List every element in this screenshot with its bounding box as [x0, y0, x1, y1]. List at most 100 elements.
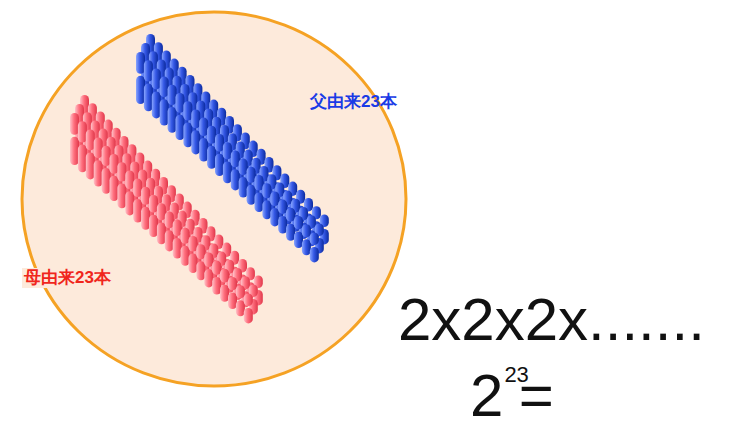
chromosome-arm: [255, 175, 264, 191]
chromosome-arm: [78, 121, 87, 142]
chromosome-arm: [136, 76, 145, 104]
chromosome-arm: [144, 60, 153, 81]
chromosome-arm: [86, 152, 95, 179]
chromosome-arm: [94, 160, 103, 186]
chromosome: [236, 285, 245, 316]
formula-equals: =: [519, 366, 554, 426]
chromosome-arm: [94, 138, 103, 159]
chromosome: [141, 187, 150, 230]
chromosome-arm: [286, 208, 295, 222]
chromosome: [86, 129, 95, 179]
chromosome-arm: [255, 193, 264, 212]
chromosome: [207, 126, 216, 169]
chromosome-arm: [228, 277, 237, 290]
chromosome-arm: [247, 185, 256, 205]
chromosome-arm: [78, 145, 87, 173]
chromosome-arm: [152, 68, 161, 89]
chromosome-arm: [141, 187, 150, 205]
chromosome-arm: [228, 292, 237, 309]
chromosome: [173, 220, 182, 259]
chromosome-arm: [231, 150, 240, 167]
chromosome: [149, 195, 158, 237]
chromosome-arm: [189, 236, 198, 252]
chromosome: [70, 113, 79, 165]
chromosome-arm: [189, 254, 198, 273]
chromosome-arm: [196, 261, 205, 280]
chromosome: [310, 232, 319, 262]
chromosome: [196, 244, 205, 280]
chromosome-arm: [212, 261, 221, 275]
chromosome-arm: [168, 85, 177, 105]
chromosome-arm: [157, 222, 166, 244]
chromosome: [247, 167, 256, 205]
chromosome-arm: [136, 52, 145, 74]
chromosome: [160, 77, 169, 126]
chromosome-arm: [310, 232, 319, 245]
chromosome-arm: [141, 207, 150, 230]
chromosome: [102, 146, 111, 194]
chromosome-arm: [181, 246, 190, 266]
chromosome: [125, 170, 134, 215]
chromosome-arm: [176, 93, 185, 113]
chromosome-arm: [223, 142, 232, 159]
chromosome: [133, 179, 142, 223]
chromosome-arm: [310, 247, 319, 262]
chromosome-arm: [86, 129, 95, 150]
chromosome-arm: [212, 277, 221, 295]
chromosome-arm: [286, 224, 295, 241]
chromosome-arm: [133, 199, 142, 223]
chromosome-arm: [160, 99, 169, 125]
chromosome: [78, 121, 87, 172]
chromosome-arm: [102, 168, 111, 194]
formula-text: 2x2x2x.......: [398, 290, 705, 350]
chromosome-arm: [236, 285, 245, 298]
chromosome-arm: [239, 159, 248, 175]
chromosome-arm: [183, 123, 192, 148]
chromosome-arm: [176, 115, 185, 140]
chromosome-arm: [70, 137, 79, 165]
chromosome-arm: [173, 238, 182, 259]
chromosome: [165, 211, 174, 251]
chromosome-arm: [157, 203, 166, 220]
chromosome-arm: [149, 215, 158, 237]
chromosome-arm: [244, 293, 253, 306]
chromosome: [223, 142, 232, 183]
chromosome: [212, 261, 221, 295]
chromosome-arm: [270, 191, 279, 206]
origin-label: 父由来23本: [310, 92, 397, 112]
chromosome: [220, 269, 229, 302]
chromosome-arm: [191, 109, 200, 128]
chromosome-arm: [294, 216, 303, 229]
chromosome-arm: [191, 130, 200, 154]
chromosome-arm: [70, 113, 79, 135]
chromosome: [183, 101, 192, 147]
chromosome: [191, 109, 200, 154]
chromosome: [176, 93, 185, 140]
chromosome-arm: [278, 200, 287, 214]
chromosome-arm: [117, 184, 126, 209]
chromosome: [110, 154, 119, 201]
chromosome: [215, 134, 224, 176]
chromosome-arm: [236, 300, 245, 316]
chromosome-arm: [220, 285, 229, 302]
origin-label: 母由来23本: [22, 268, 113, 288]
chromosome-arm: [302, 239, 311, 255]
chromosome: [244, 293, 253, 323]
chromosome-arm: [239, 177, 248, 198]
chromosome-arm: [215, 154, 224, 176]
chromosome: [228, 277, 237, 309]
chromosome: [199, 118, 208, 162]
formula-base: 2: [470, 366, 503, 426]
chromosome-arm: [247, 167, 256, 183]
chromosome-arm: [144, 84, 153, 112]
chromosome-arm: [117, 162, 126, 181]
chromosome: [286, 208, 295, 241]
chromosome-arm: [125, 170, 134, 189]
chromosome-arm: [204, 252, 213, 267]
chromosome-arm: [196, 244, 205, 259]
chromosome-arm: [215, 134, 224, 152]
chromosome: [136, 52, 145, 104]
chromosome: [189, 236, 198, 273]
